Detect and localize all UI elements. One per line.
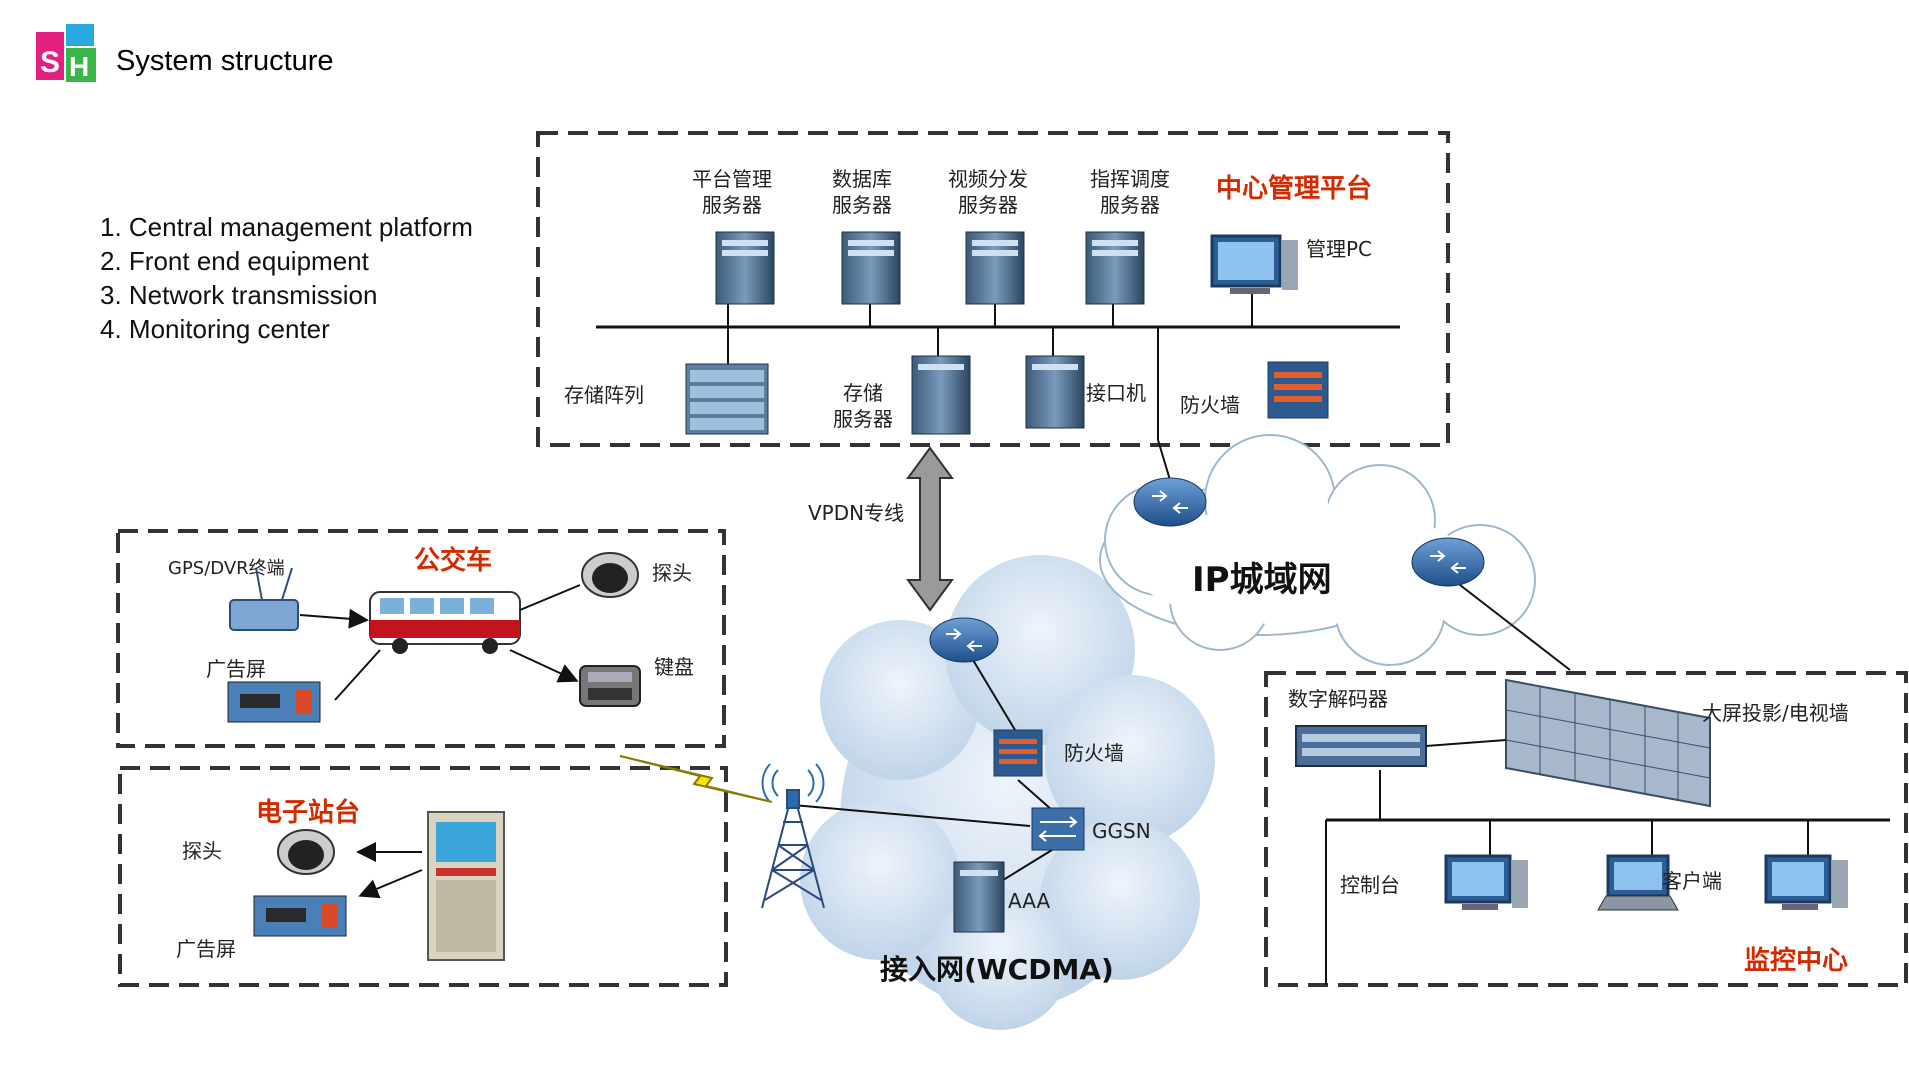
outline-item: 1. Central management platform — [100, 212, 473, 242]
decoder-icon — [1295, 725, 1427, 767]
aaa-label: AAA — [1008, 889, 1051, 913]
access-network-label: 接入网(WCDMA) — [880, 953, 1114, 986]
server-icon — [965, 231, 1025, 305]
server-label: 数据库服务器 — [832, 167, 892, 217]
server-icon — [1085, 231, 1145, 305]
router-icon — [929, 617, 999, 663]
monitoring-title: 监控中心 — [1744, 946, 1849, 976]
cell-tower-icon — [761, 763, 825, 909]
decoder-label: 数字解码器 — [1288, 687, 1388, 711]
server-icon — [715, 231, 775, 305]
interface-machine-label: 接口机 — [1086, 381, 1146, 405]
console-pc-icon — [1444, 854, 1528, 910]
ad-screen-icon — [253, 895, 347, 937]
bus-icon — [369, 591, 521, 654]
svg-text:S: S — [40, 46, 60, 79]
storage-server-label: 存储服务器 — [833, 381, 893, 431]
station-ad-screen-label: 广告屏 — [176, 937, 236, 961]
server-label: 平台管理服务器 — [692, 167, 772, 217]
gps-dvr-icon — [229, 567, 299, 631]
big-screen-label: 大屏投影/电视墙 — [1702, 701, 1849, 725]
console-label: 控制台 — [1340, 873, 1400, 897]
router-icon — [1411, 537, 1485, 587]
keyboard-label: 键盘 — [654, 655, 694, 679]
wireless-link-icon — [619, 755, 773, 803]
central-platform-box — [536, 131, 1450, 447]
video-wall-icon — [1505, 678, 1711, 808]
storage-array-label: 存储阵列 — [564, 383, 644, 407]
firewall-label: 防火墙 — [1180, 393, 1240, 417]
bus-camera-label: 探头 — [652, 561, 692, 585]
outline-item: 2. Front end equipment — [100, 246, 369, 276]
outline-list: 1. Central management platform 2. Front … — [100, 210, 473, 346]
station-camera-label: 探头 — [182, 839, 222, 863]
station-box — [118, 766, 728, 987]
server-label: 指挥调度服务器 — [1090, 167, 1170, 217]
outline-item: 4. Monitoring center — [100, 314, 330, 344]
access-firewall-label: 防火墙 — [1064, 741, 1124, 765]
keyboard-icon — [579, 665, 641, 707]
bus-title: 公交车 — [414, 546, 493, 576]
aaa-server-icon — [953, 861, 1005, 933]
interface-server-icon — [1025, 355, 1085, 429]
ad-screen-icon — [227, 681, 321, 723]
vpdn-arrow — [906, 446, 954, 612]
monitor-pc-icon — [1764, 854, 1848, 910]
server-label: 视频分发服务器 — [948, 167, 1028, 217]
svg-text:H: H — [69, 51, 89, 82]
outline-item: 3. Network transmission — [100, 280, 378, 310]
central-platform-title: 中心管理平台 — [1216, 174, 1373, 204]
e-station-kiosk-icon — [427, 811, 505, 961]
ip-man-label: IP城域网 — [1192, 560, 1332, 600]
monitoring-box — [1264, 671, 1908, 987]
company-logo: S H — [36, 24, 100, 84]
vpdn-label: VPDN专线 — [808, 501, 905, 525]
firewall-icon — [993, 729, 1043, 777]
ggsn-switch-icon — [1031, 807, 1085, 851]
client-label: 客户端 — [1662, 869, 1722, 893]
server-icon — [841, 231, 901, 305]
station-title: 电子站台 — [256, 798, 361, 828]
page-title: System structure — [116, 45, 334, 77]
admin-pc-label: 管理PC — [1306, 237, 1373, 261]
router-icon — [1133, 477, 1207, 527]
bus-box — [116, 529, 726, 748]
ggsn-label: GGSN — [1092, 819, 1151, 843]
client-laptop-icon — [1597, 854, 1679, 911]
firewall-icon — [1267, 361, 1329, 419]
admin-pc-icon — [1210, 234, 1298, 294]
storage-array-icon — [685, 363, 769, 435]
camera-icon — [581, 552, 639, 598]
gps-dvr-label: GPS/DVR终端 — [168, 558, 285, 579]
storage-server-icon — [911, 355, 971, 435]
camera-icon — [277, 829, 335, 875]
bus-ad-screen-label: 广告屏 — [206, 657, 266, 681]
